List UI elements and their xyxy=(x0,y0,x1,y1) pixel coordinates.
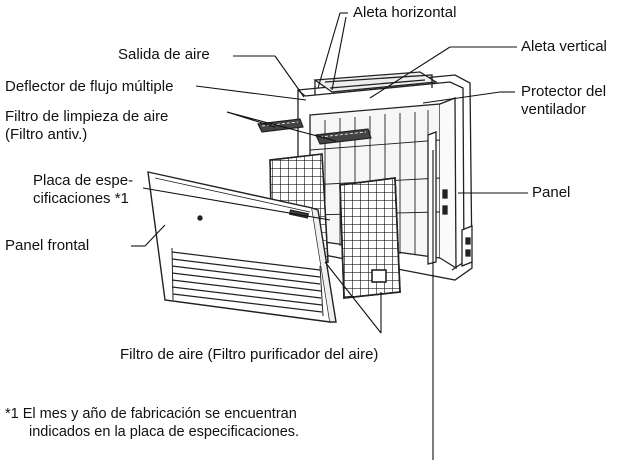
label-filtro-aire: Filtro de aire (Filtro purificador del a… xyxy=(120,346,378,364)
label-panel: Panel xyxy=(532,184,570,202)
label-text: Panel xyxy=(532,184,571,201)
footnote-line: *1 El mes y año de fabricación se encuen… xyxy=(5,406,297,422)
label-protector: Protector del ventilador xyxy=(521,83,606,119)
label-panel-frontal: Panel frontal xyxy=(5,237,89,255)
label-text: Protector del xyxy=(521,83,607,100)
label-deflector: Deflector de flujo múltiple xyxy=(5,78,173,96)
footnote-line: indicados en la placa de especificacione… xyxy=(29,424,300,440)
label-text: Aleta horizontal xyxy=(353,4,457,21)
label-aleta-horizontal: Aleta horizontal xyxy=(353,4,456,22)
label-text: Salida de aire xyxy=(118,46,210,63)
front-panel xyxy=(147,171,337,323)
label-aleta-vertical: Aleta vertical xyxy=(521,38,607,56)
label-text: Placa de espe- xyxy=(33,172,134,189)
label-text: cificaciones *1 xyxy=(33,190,129,207)
air-filter-front xyxy=(339,177,401,299)
label-placa: Placa de espe- cificaciones *1 xyxy=(33,172,133,208)
label-text: Filtro de limpieza de aire xyxy=(5,108,169,125)
label-text: (Filtro antiv.) xyxy=(5,126,88,143)
air-cleaning-filters xyxy=(257,118,372,145)
label-text: Aleta vertical xyxy=(521,38,607,55)
label-text: Panel frontal xyxy=(5,237,90,254)
label-text: Deflector de flujo múltiple xyxy=(5,78,174,95)
label-text: ventilador xyxy=(521,101,587,118)
label-salida-de-aire: Salida de aire xyxy=(118,46,210,64)
label-filtro-limpieza: Filtro de limpieza de aire (Filtro antiv… xyxy=(5,108,168,144)
leader-lines xyxy=(131,12,528,460)
label-text: Filtro de aire (Filtro purificador del a… xyxy=(120,346,379,363)
footnote: *1 El mes y año de fabricación se encuen… xyxy=(5,405,299,441)
